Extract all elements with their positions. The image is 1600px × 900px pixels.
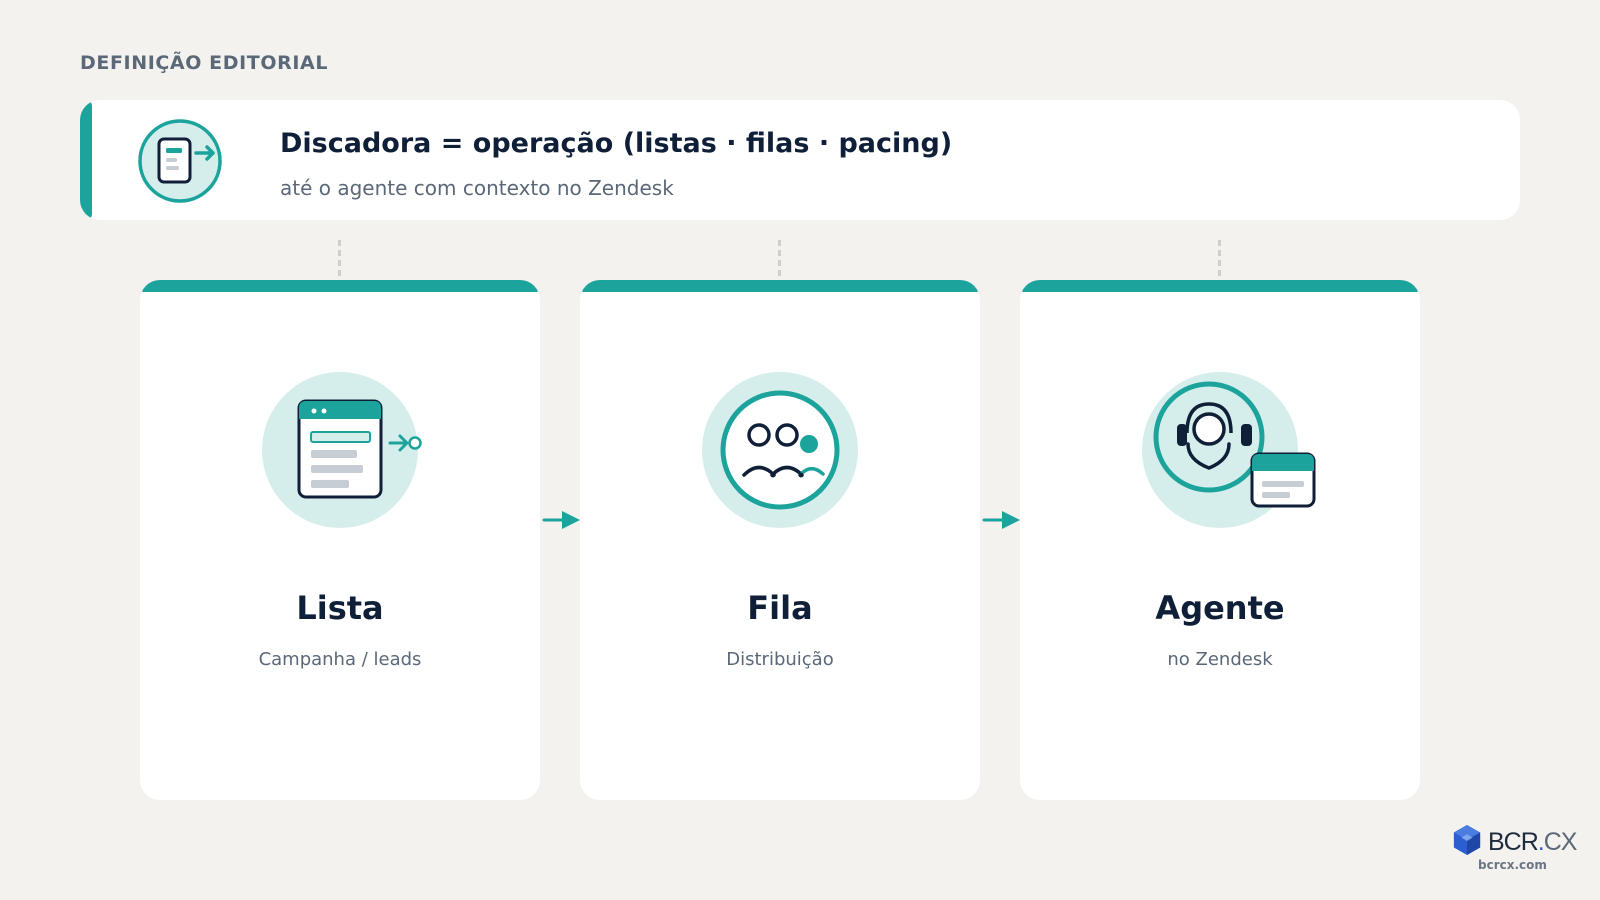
step-accent-bar [580,280,980,292]
step-accent-bar [1020,280,1420,292]
definition-title: Discadora = operação (listas · filas · p… [280,128,953,159]
brand-url: bcrcx.com [1478,858,1547,872]
step-card-lista: Lista Campanha / leads [140,280,540,800]
arrow-right-icon [542,511,580,529]
step-card-fila: Fila Distribuição [580,280,980,800]
connector-line [778,240,781,276]
connector-line [338,240,341,276]
logo-dot: . [1537,828,1545,856]
definition-card: Discadora = operação (listas · filas · p… [80,100,1520,220]
step-title: Lista [296,589,384,627]
phone-dial-icon [138,119,222,203]
eyebrow-label: DEFINIÇÃO EDITORIAL [80,52,329,74]
step-subtitle: Distribuição [726,649,834,670]
step-card-agente: Agente no Zendesk [1020,280,1420,800]
step-subtitle: no Zendesk [1167,649,1273,670]
logo-suffix-text: CX [1543,828,1578,856]
definition-accent-bar [80,100,92,220]
definition-subtitle: até o agente com contexto no Zendesk [280,176,674,200]
brand-logo: BCR.CX [1452,824,1578,860]
logo-main-text: BCR [1488,828,1539,856]
step-title: Fila [747,589,813,627]
connector-line [1218,240,1221,276]
list-window-icon [262,372,422,528]
step-subtitle: Campanha / leads [258,649,422,670]
cube-logo-icon [1453,825,1481,855]
queue-people-icon [702,372,858,528]
headset-agent-icon [1142,372,1316,528]
arrow-right-icon [982,511,1020,529]
step-accent-bar [140,280,540,292]
step-title: Agente [1155,589,1285,627]
